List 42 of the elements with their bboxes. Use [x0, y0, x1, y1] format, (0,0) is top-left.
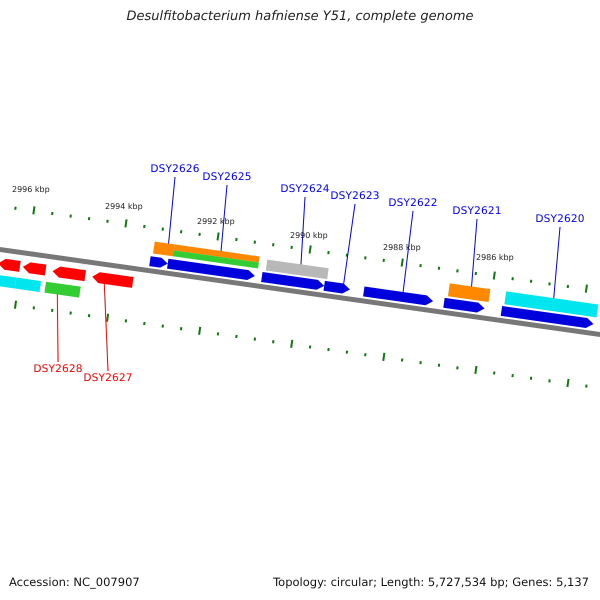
gene-label: DSY2626 — [150, 163, 200, 176]
gene-label: DSY2622 — [388, 197, 438, 210]
gene-label: DSY2628 — [33, 363, 83, 376]
gene-bar — [448, 283, 490, 302]
gene-block — [443, 298, 485, 313]
gene-label: DSY2621 — [452, 205, 502, 218]
position-label: 2986 kbp — [476, 253, 514, 263]
gene-label: DSY2620 — [535, 213, 585, 226]
leader-line — [553, 226, 560, 299]
gene-block — [0, 258, 21, 272]
gene-block — [52, 266, 86, 282]
position-label: 2994 kbp — [105, 202, 143, 212]
gene-block — [149, 256, 168, 268]
accession-label: Accession: NC_007907 — [9, 575, 140, 589]
gene-block — [363, 286, 434, 306]
gene-label: DSY2624 — [280, 183, 330, 196]
leader-line — [168, 176, 176, 244]
leader-line — [220, 184, 228, 252]
leader-line — [104, 283, 108, 372]
gene-block — [500, 306, 594, 328]
gene-label: DSY2627 — [83, 372, 133, 385]
gene-bar — [266, 260, 329, 280]
gene-bar — [44, 282, 81, 298]
gene-bar — [14, 278, 42, 292]
gene-block — [323, 280, 350, 294]
gene-bar — [504, 291, 598, 318]
gene-bar — [153, 242, 174, 256]
gene-bar — [172, 250, 259, 268]
gene-label: DSY2623 — [330, 190, 380, 203]
gene-bar — [0, 274, 16, 288]
position-label: 2996 kbp — [12, 185, 50, 195]
gene-block — [92, 272, 134, 288]
gene-label: DSY2625 — [202, 171, 252, 184]
leader-line — [471, 218, 478, 287]
title: Desulfitobacterium hafniense Y51, complete genome — [125, 9, 474, 24]
genome-info: Topology: circular; Length: 5,727,534 bp; Genes: 5,137 — [273, 575, 589, 589]
gene-block — [22, 262, 46, 276]
leader-line — [343, 204, 356, 284]
leader-line — [56, 294, 58, 362]
leader-line — [402, 210, 414, 292]
leader-line — [300, 196, 306, 265]
gene-block — [167, 258, 255, 280]
